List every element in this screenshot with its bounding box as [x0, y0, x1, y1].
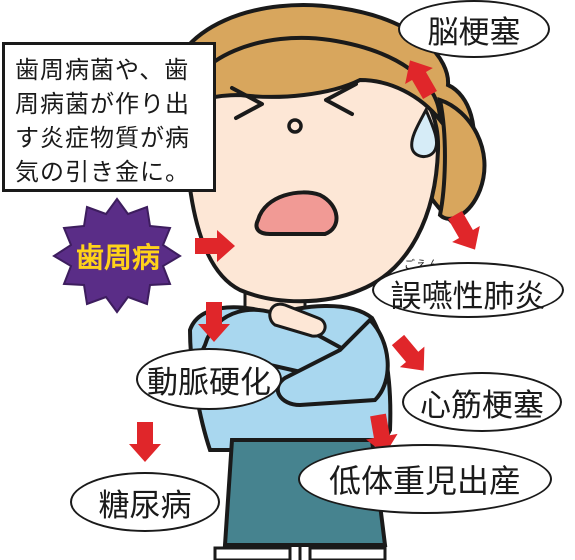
stroke-bubble: 脳梗塞 [398, 0, 550, 58]
ponytail [437, 97, 487, 221]
myocardial-infarction-label: 心筋梗塞 [420, 387, 544, 424]
arrow-to-stroke-icon [405, 60, 437, 99]
atherosclerosis-bubble: 動脈硬化 [136, 348, 282, 410]
aspiration-pneumonia-bubble: 誤嚥性肺炎 [372, 262, 564, 318]
stroke-label: 脳梗塞 [427, 14, 521, 51]
arrow-to-atherosclerosis-icon [198, 302, 230, 342]
arrow-from-perio-icon [195, 230, 235, 262]
callout-line: 周病菌が作り出 [15, 90, 190, 118]
arrow-to-low-birth-weight-icon [366, 413, 398, 455]
periodontal-disease-label: 歯周病 [75, 241, 160, 274]
explanation-callout: 歯周病菌や、歯 周病菌が作り出 す炎症物質が病 気の引き金に。 [2, 42, 216, 192]
right-eye [324, 82, 358, 116]
left-eye [230, 86, 264, 120]
aspiration-pneumonia-label: 誤嚥性肺炎 [390, 278, 546, 315]
spiky-burst-badge [52, 197, 182, 314]
callout-line: 歯周病菌や、歯 [15, 56, 190, 84]
atherosclerosis-label: 動脈硬化 [147, 364, 271, 401]
arrow-to-diabetes-icon [129, 422, 161, 462]
myocardial-infarction-bubble: 心筋梗塞 [402, 372, 562, 432]
sweat-drop [410, 106, 439, 158]
diabetes-bubble: 糖尿病 [70, 472, 220, 532]
arrow-to-pneumonia-icon [448, 211, 480, 250]
nose [287, 118, 303, 134]
callout-line: す炎症物質が病 [15, 124, 190, 152]
diabetes-label: 糖尿病 [98, 487, 192, 524]
arrow-to-infarction-icon [391, 334, 425, 371]
hand [268, 302, 327, 338]
callout-line: 気の引き金に。 [15, 158, 190, 186]
low-birth-weight-label: 低体重児出産 [328, 462, 521, 500]
mouth [254, 190, 339, 236]
low-birth-weight-bubble: 低体重児出産 [298, 444, 552, 514]
feet [213, 546, 387, 560]
